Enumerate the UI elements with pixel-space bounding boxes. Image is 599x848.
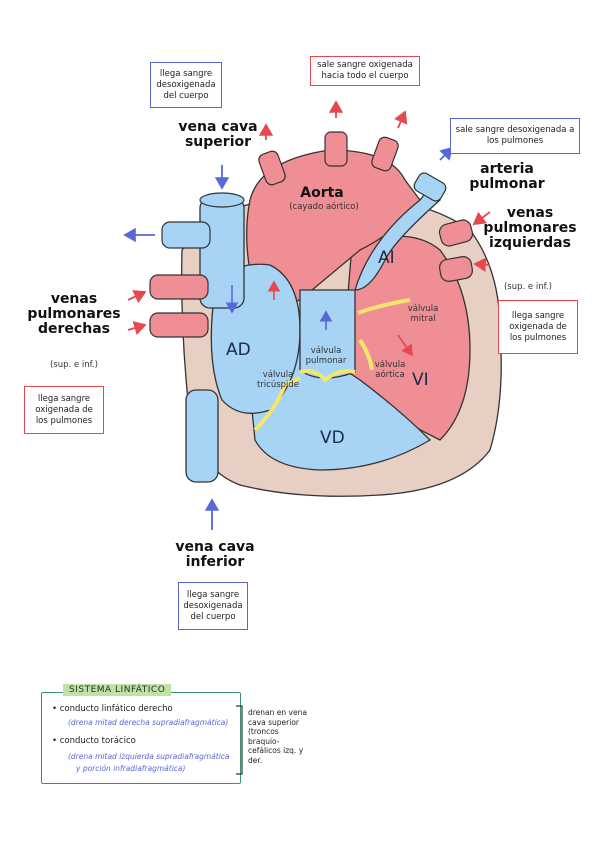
lymph-item-2-sub-b: y porción infradiafragmática) xyxy=(76,764,186,773)
label-venas-pulmonares-izquierdas-sub: (sup. e inf.) xyxy=(503,282,552,292)
lymph-side-note: drenan en vena cava superior (troncos br… xyxy=(248,708,307,765)
note-bottom: llega sangre desoxigenada del cuerpo xyxy=(178,582,248,630)
label-venas-pulmonares-derechas: venas pulmonares derechas xyxy=(27,291,121,337)
lymph-item-1-sub: (drena mitad derecha supradiafragmática) xyxy=(68,718,229,727)
lymph-item-1-text: conducto linfático derecho xyxy=(59,704,173,714)
lymph-item-2-text: conducto torácico xyxy=(59,736,136,746)
right-pulm-vein-sup xyxy=(149,274,209,300)
label-valvula-pulmonar: válvula pulmonar xyxy=(305,346,347,366)
right-pulm-vein-inf xyxy=(149,312,209,338)
note-top-center: sale sangre oxigenada hacia todo el cuer… xyxy=(310,56,420,86)
note-right: llega sangre oxigenada de los pulmones xyxy=(498,300,578,354)
inferior-vena-cava xyxy=(185,389,219,483)
label-vena-cava-superior: vena cava superior xyxy=(178,119,258,150)
left-pulm-vein-sup xyxy=(438,219,474,247)
lymph-item-2: • conducto torácico xyxy=(52,736,136,746)
note-top-left: llega sangre desoxigenada del cuerpo xyxy=(150,62,222,108)
chamber-vd: VD xyxy=(320,428,345,448)
aorta-branch-3 xyxy=(371,136,399,172)
chamber-ai: AI xyxy=(378,248,395,268)
brachiocephalic-vein xyxy=(161,221,211,249)
label-venas-pulmonares-izquierdas: venas pulmonares izquierdas xyxy=(483,205,577,251)
label-valvula-tricuspide: válvula tricúspide xyxy=(256,370,300,390)
note-top-right: sale sangre desoxigenada a los pulmones xyxy=(450,118,580,154)
lymph-item-1: • conducto linfático derecho xyxy=(52,704,173,714)
aorta-branch-1 xyxy=(258,150,286,186)
pulmonary-trunk xyxy=(299,183,441,379)
note-left: llega sangre oxigenada de los pulmones xyxy=(24,386,104,434)
aorta-branch-2 xyxy=(324,131,348,167)
valve-mitral xyxy=(357,298,411,315)
label-arteria-pulmonar: arteria pulmonar xyxy=(469,161,545,192)
label-aorta-sub: (cayado aórtico) xyxy=(289,202,359,212)
label-aorta: Aorta xyxy=(300,185,344,201)
left-pulm-vein-inf xyxy=(439,256,473,282)
label-venas-pulmonares-derechas-sub: (sup. e inf.) xyxy=(49,360,98,370)
valve-aortic xyxy=(358,338,374,371)
chamber-ad: AD xyxy=(226,340,251,360)
label-valvula-mitral: válvula mitral xyxy=(407,304,439,324)
label-valvula-aortica: válvula aórtica xyxy=(374,360,406,380)
chamber-vi: VI xyxy=(412,370,429,390)
label-vena-cava-inferior: vena cava inferior xyxy=(175,539,255,570)
lymph-item-2-sub-a: (drena mitad izquierda supradiafragmátic… xyxy=(68,752,230,761)
valve-pulmonary xyxy=(299,369,356,383)
pulmonary-artery-end xyxy=(413,172,447,202)
valve-tricuspid xyxy=(253,376,301,432)
lymph-title: SISTEMA LINFÁTICO xyxy=(63,684,172,696)
